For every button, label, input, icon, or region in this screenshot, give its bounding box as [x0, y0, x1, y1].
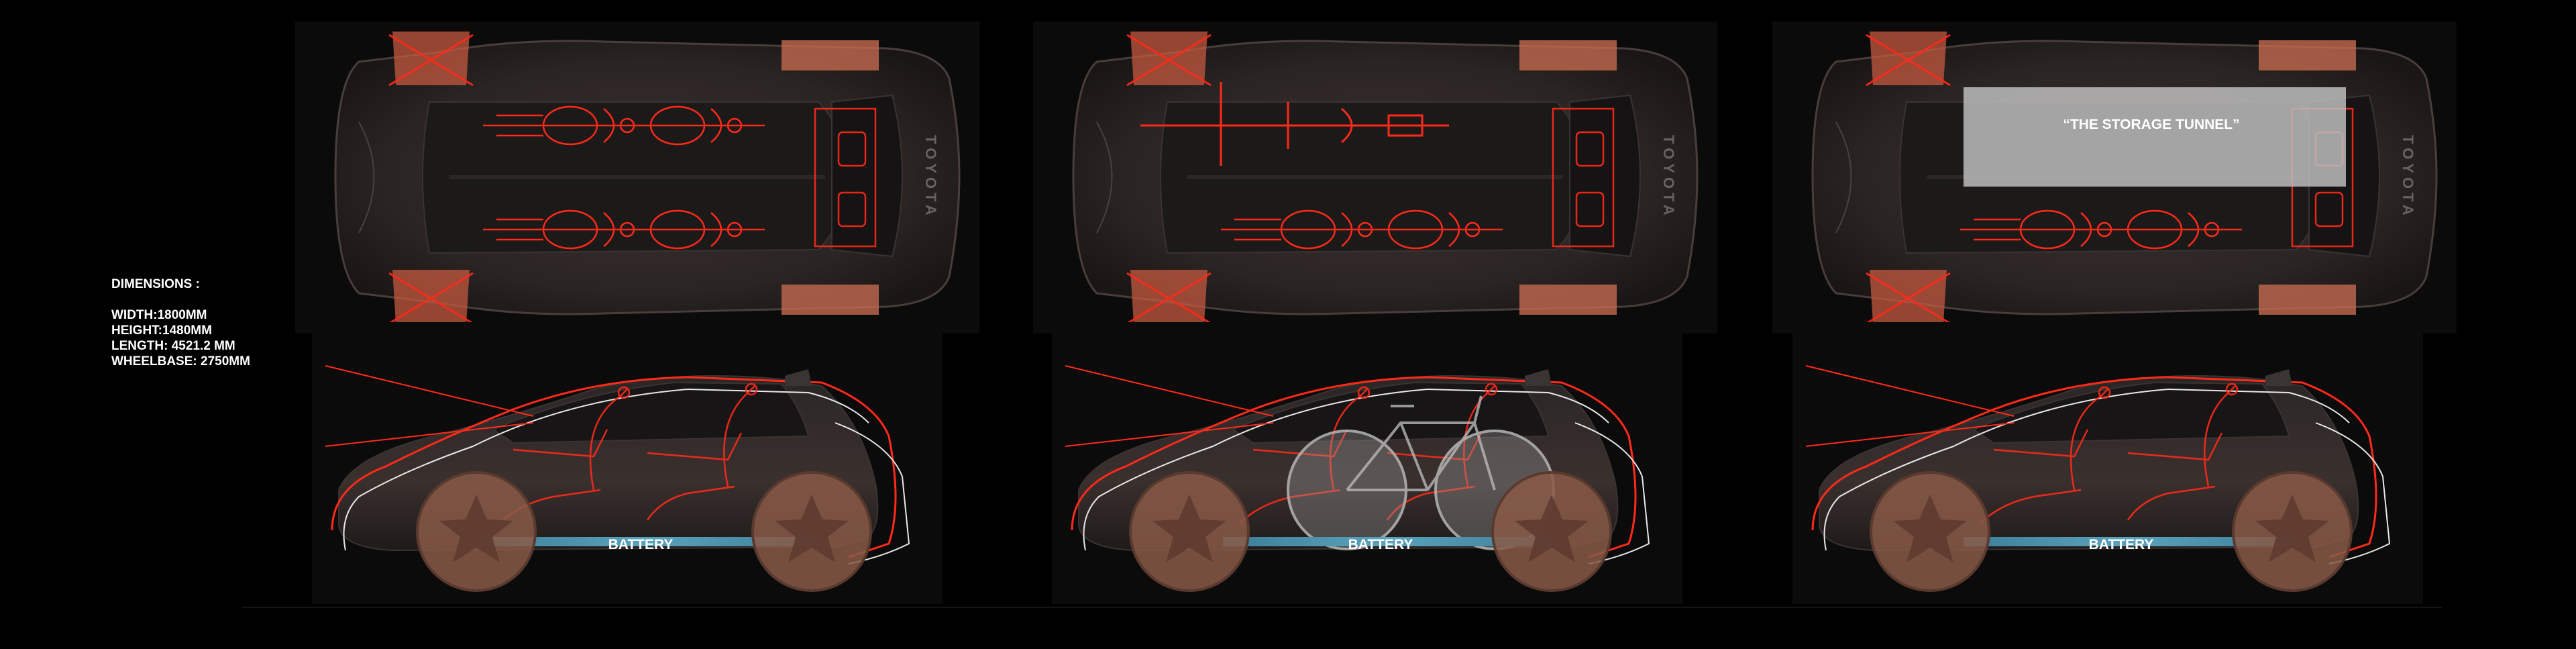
top-view-bike	[1033, 21, 1717, 334]
dimension-length: LENGTH: 4521.2 MM	[111, 339, 235, 353]
top-view-seats	[295, 21, 979, 334]
battery-label: BATTERY	[608, 537, 674, 552]
configuration-seats: BATTERY	[295, 21, 979, 605]
bike-top-icon	[1140, 82, 1449, 166]
battery-label: BATTERY	[1348, 537, 1413, 552]
dimensions-title: DIMENSIONS :	[111, 277, 200, 291]
battery-bar	[1223, 537, 1552, 546]
side-view-storage: BATTERY	[1791, 321, 2424, 605]
battery-bar	[483, 537, 812, 546]
storage-tunnel-box	[1964, 87, 2346, 187]
dimensions-block: DIMENSIONS : WIDTH:1800MM HEIGHT:1480MM …	[111, 277, 250, 369]
dimension-wheelbase: WHEELBASE: 2750MM	[111, 354, 250, 368]
side-view-seats: BATTERY	[311, 321, 944, 605]
configuration-bike: BATTERY	[1033, 21, 1717, 605]
storage-tunnel-label: “THE STORAGE TUNNEL”	[2063, 117, 2239, 132]
battery-bar	[1964, 537, 2292, 546]
configuration-storage: “THE STORAGE TUNNEL” BATTERY	[1772, 21, 2457, 605]
dimension-height: HEIGHT:1480MM	[111, 323, 212, 338]
top-view-storage: “THE STORAGE TUNNEL”	[1772, 21, 2457, 334]
dimension-width: WIDTH:1800MM	[111, 308, 207, 322]
battery-label: BATTERY	[2089, 537, 2154, 552]
side-view-bike: BATTERY	[1051, 321, 1684, 605]
